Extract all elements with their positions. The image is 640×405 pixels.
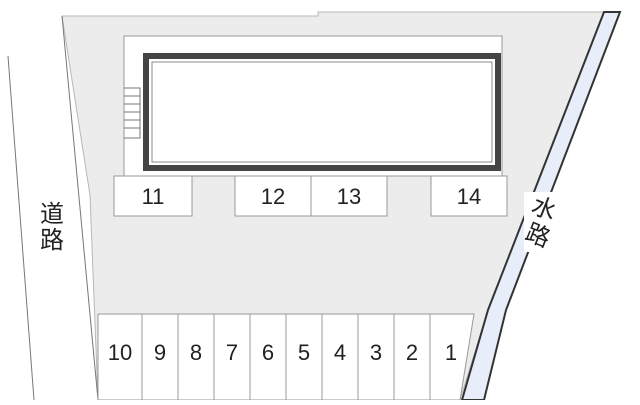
parking-space-4: 4 [321,313,359,401]
parking-space-13: 13 [310,175,388,217]
parking-space-10: 10 [97,313,143,401]
parking-space-label: 10 [108,340,132,365]
parking-space-label: 13 [337,184,361,209]
parking-space-5: 5 [285,313,323,401]
lower-parking-row: 10 9 8 7 6 5 4 3 [97,313,475,401]
parking-space-label: 11 [142,184,165,209]
parking-space-12: 12 [234,175,312,217]
parking-space-label: 1 [445,340,457,365]
parking-space-8: 8 [177,313,215,401]
parking-space-label: 8 [190,340,202,365]
waterway-label: 水 路 [522,192,560,253]
road-label-char-2: 路 [40,227,64,254]
road-label-char-1: 道 [40,201,64,228]
parking-space-label: 14 [457,184,481,209]
building [143,53,501,171]
parking-space-6: 6 [249,313,287,401]
building-inner-line [151,61,493,163]
parking-space-label: 3 [370,340,382,365]
parking-space-label: 5 [298,340,310,365]
parking-space-3: 3 [357,313,395,401]
staircase [124,87,141,139]
road-edge-right [61,15,99,401]
parking-space-label: 6 [262,340,274,365]
parking-space-7: 7 [213,313,251,401]
parking-space-label: 7 [226,340,238,365]
parking-space-2: 2 [393,313,431,401]
upper-parking-row: 11 12 13 14 [113,175,508,217]
parking-space-label: 9 [154,340,166,365]
parking-space-14: 14 [430,175,508,217]
parking-space-label: 2 [406,340,418,365]
parking-space-9: 9 [141,313,179,401]
parking-space-label: 12 [261,184,285,209]
road-label: 道 路 [40,201,64,254]
road-edge-left [7,55,35,401]
parking-space-label: 4 [334,340,346,365]
parking-space-11: 11 [113,175,193,217]
